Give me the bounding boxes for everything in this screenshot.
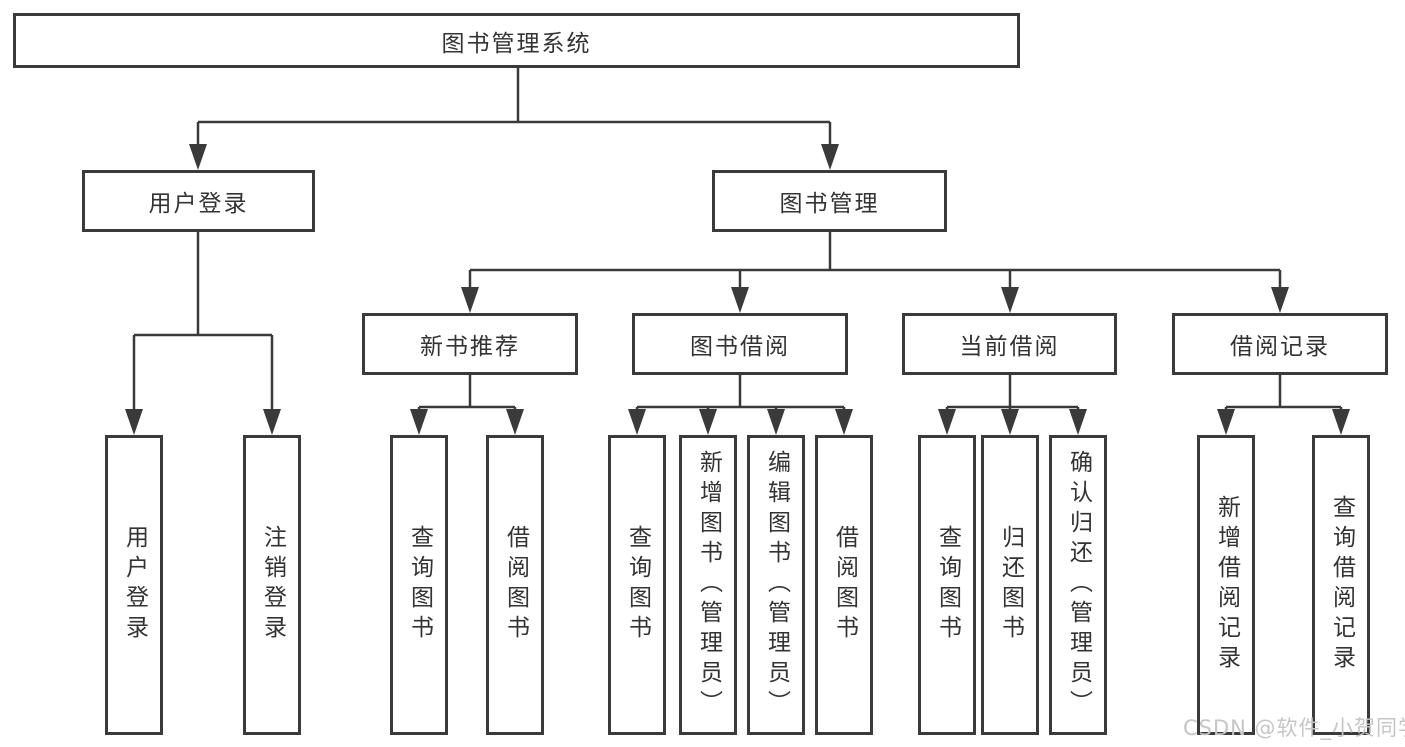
leaf-user-login: 用户登录 — [105, 435, 163, 735]
connector-current-borrowing-branch — [945, 375, 1080, 414]
leaf-query-books-borrow-label: 查询图书 — [624, 525, 651, 645]
node-library-management-system: 图书管理系统 — [13, 13, 1020, 68]
leaf-query-books-current-label: 查询图书 — [934, 525, 961, 645]
leaf-add-borrow-record-label: 新增借阅记录 — [1213, 495, 1240, 675]
leaf-borrow-books-recommend: 借阅图书 — [486, 435, 544, 735]
arrowheads — [125, 144, 1350, 435]
leaf-query-borrow-record: 查询借阅记录 — [1312, 435, 1370, 735]
leaf-borrow-books-label: 借阅图书 — [831, 525, 858, 645]
node-book-management: 图书管理 — [712, 170, 947, 232]
connector-user-login-branch — [132, 232, 274, 414]
node-book-borrowing: 图书借阅 — [632, 313, 848, 375]
node-current-borrowing-label: 当前借阅 — [959, 334, 1060, 360]
leaf-confirm-return-admin-label: 确认归还（管理员） — [1065, 450, 1092, 720]
leaf-logout-label: 注销登录 — [259, 525, 286, 645]
node-user-login: 用户登录 — [82, 170, 315, 232]
node-borrowing-records: 借阅记录 — [1172, 313, 1388, 375]
node-borrowing-records-label: 借阅记录 — [1230, 334, 1330, 360]
leaf-borrow-books-recommend-label: 借阅图书 — [502, 525, 529, 645]
leaf-query-books-recommend-label: 查询图书 — [406, 525, 433, 645]
leaf-borrow-books: 借阅图书 — [815, 435, 873, 735]
leaf-query-borrow-record-label: 查询借阅记录 — [1328, 495, 1355, 675]
leaf-query-books-current: 查询图书 — [918, 435, 976, 735]
leaf-query-books-recommend: 查询图书 — [390, 435, 448, 735]
leaf-user-login-label: 用户登录 — [121, 525, 148, 645]
leaf-confirm-return-admin: 确认归还（管理员） — [1049, 435, 1107, 735]
node-book-management-label: 图书管理 — [779, 191, 880, 217]
leaf-add-books-admin-label: 新增图书（管理员） — [695, 450, 722, 720]
node-book-borrowing-label: 图书借阅 — [690, 334, 790, 360]
leaf-query-books-borrow: 查询图书 — [608, 435, 666, 735]
leaf-edit-books-admin: 编辑图书（管理员） — [747, 435, 805, 735]
leaf-logout: 注销登录 — [243, 435, 301, 735]
leaf-edit-books-admin-label: 编辑图书（管理员） — [763, 450, 790, 720]
connector-borrowing-records-branch — [1224, 375, 1343, 414]
node-library-management-system-label: 图书管理系统 — [441, 30, 592, 57]
connector-new-book-recommend-branch — [417, 375, 517, 414]
connector-book-borrowing-branch — [635, 375, 846, 414]
connector-book-management-branch — [468, 232, 1282, 292]
leaf-return-books-label: 归还图书 — [997, 525, 1024, 645]
node-user-login-label: 用户登录 — [148, 191, 249, 217]
leaf-return-books: 归还图书 — [981, 435, 1039, 735]
leaf-add-books-admin: 新增图书（管理员） — [679, 435, 737, 735]
leaf-add-borrow-record: 新增借阅记录 — [1197, 435, 1255, 735]
node-new-book-recommend-label: 新书推荐 — [420, 334, 520, 360]
node-new-book-recommend: 新书推荐 — [362, 313, 578, 375]
connector-root-to-level2 — [196, 68, 832, 150]
node-current-borrowing: 当前借阅 — [902, 313, 1117, 375]
csdn-watermark: CSDN @软件_小贺同学 — [1183, 716, 1405, 740]
